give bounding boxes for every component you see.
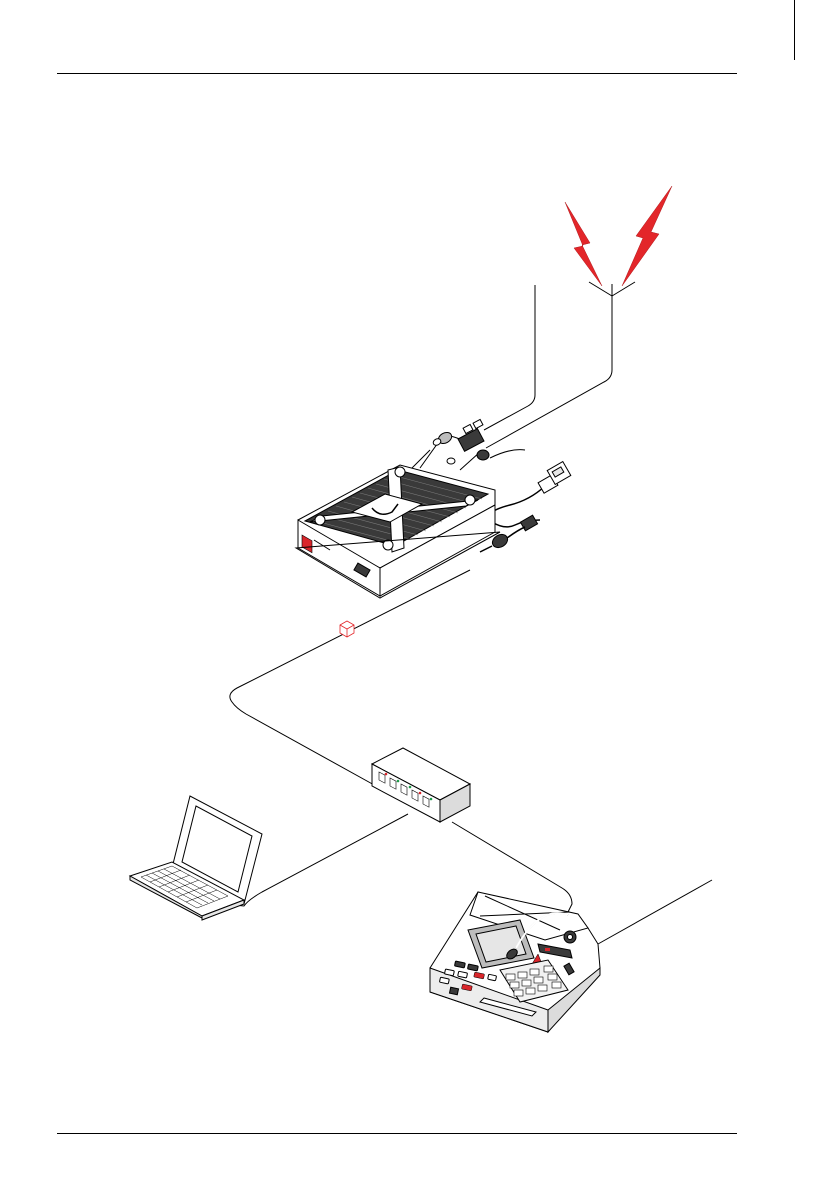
radio-signal-icon <box>565 186 672 286</box>
ethernet-cable-laptop <box>234 814 408 906</box>
cube-connector-icon <box>340 621 354 637</box>
switch-box-icon <box>372 748 470 822</box>
laptop-icon <box>130 796 262 920</box>
external-cable <box>484 285 535 430</box>
desk-console-icon <box>430 880 712 1032</box>
ethernet-cable-unit <box>230 570 470 786</box>
antenna-cable <box>486 370 612 448</box>
antenna-icon <box>589 282 635 370</box>
lightning-bolt-icon <box>622 186 672 286</box>
radio-unit-icon <box>296 419 571 598</box>
console-external-cable <box>598 880 712 944</box>
lightning-bolt-icon <box>565 202 602 286</box>
